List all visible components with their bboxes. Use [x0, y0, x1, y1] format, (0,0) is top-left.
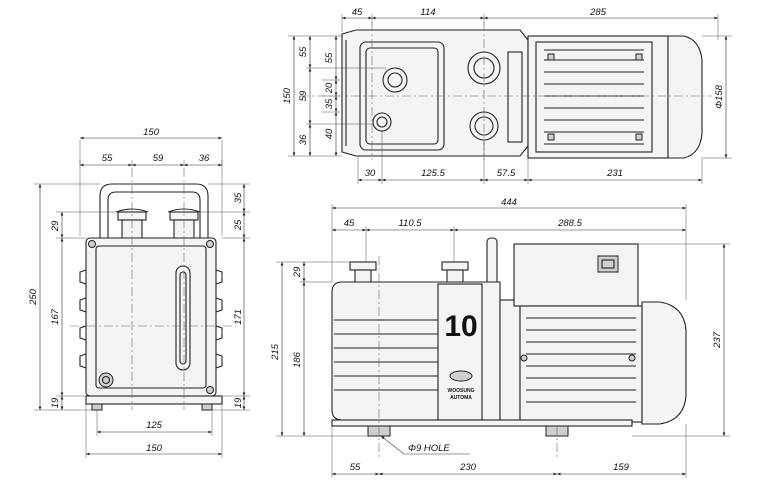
front-right-port: 25 — [233, 219, 244, 231]
hole-label: Φ9 HOLE — [408, 443, 450, 454]
brand-line2: AUTOMA — [450, 395, 472, 401]
side-seg-a: 45 — [344, 218, 355, 229]
top-dim-c: 285 — [589, 7, 607, 18]
side-height-body: 186 — [292, 351, 303, 368]
top-left-a: 55 — [298, 46, 309, 57]
side-base-b: 230 — [459, 462, 477, 473]
top-inner-c: 35 — [324, 98, 335, 109]
top-dim-a: 45 — [352, 7, 363, 18]
top-dim-b: 114 — [420, 7, 435, 18]
front-base-offset: 19 — [50, 397, 61, 408]
top-inner-b: 20 — [324, 82, 335, 94]
side-overall: 444 — [501, 197, 517, 208]
top-bottom-b: 125.5 — [421, 168, 445, 179]
front-view-dimensions: 150 55 59 36 250 29 167 19 35 25 171 19 … — [28, 127, 250, 458]
front-view — [70, 168, 236, 411]
front-base-inner: 125 — [146, 420, 163, 431]
side-height-total: 215 — [270, 343, 281, 361]
front-port-offset: 29 — [50, 220, 61, 232]
side-base-a: 55 — [350, 462, 361, 473]
front-height-total: 250 — [28, 288, 39, 306]
top-view — [300, 22, 712, 160]
top-bottom-d: 231 — [606, 168, 623, 179]
brand-line1: WOOSUNG — [448, 388, 475, 394]
front-height-body: 167 — [50, 308, 61, 325]
side-seg-b: 110.5 — [398, 218, 422, 229]
side-port-height: 29 — [292, 266, 303, 278]
top-motor-diameter: Φ158 — [714, 84, 725, 109]
side-height-motor: 237 — [712, 331, 723, 349]
top-bottom-a: 30 — [365, 168, 376, 179]
model-number: 10 — [444, 310, 477, 343]
top-bottom-c: 57.5 — [497, 168, 516, 179]
front-width-left: 55 — [102, 153, 113, 164]
top-left-c: 36 — [298, 134, 309, 145]
top-view-dimensions: 45 114 285 150 55 59 36 55 20 35 40 Φ158… — [282, 7, 732, 184]
front-width-mid: 59 — [153, 153, 164, 164]
front-base-outer: 150 — [146, 443, 163, 454]
side-base-c: 159 — [613, 462, 630, 473]
front-right-body: 171 — [233, 309, 244, 325]
front-right-base: 19 — [233, 397, 244, 408]
top-inner-a: 55 — [324, 52, 335, 63]
top-left-total: 150 — [282, 87, 293, 104]
top-inner-d: 40 — [324, 128, 335, 139]
top-left-b: 59 — [298, 90, 309, 101]
side-seg-c: 288.5 — [557, 218, 582, 229]
front-width-total: 150 — [143, 127, 160, 138]
side-view-dimensions: 444 45 110.5 288.5 29 215 186 237 Φ9 HOL… — [270, 197, 730, 478]
front-right-top: 35 — [233, 192, 244, 203]
front-width-right: 36 — [199, 153, 210, 164]
side-view: 10 WOOSUNG AUTOMA — [331, 237, 687, 460]
